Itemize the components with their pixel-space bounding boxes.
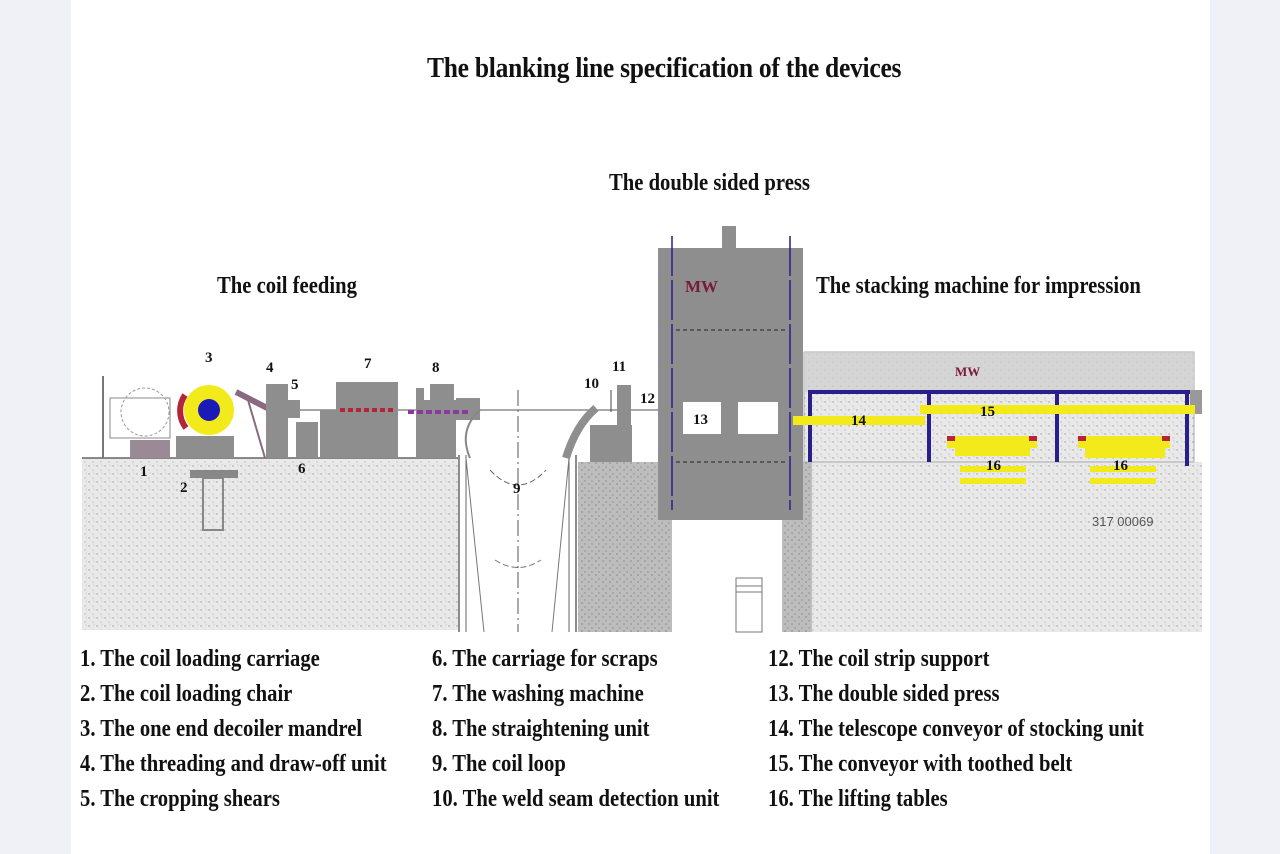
ground — [82, 457, 1202, 632]
callout-7: 7 — [364, 356, 372, 372]
legend-item: 5. The cropping shears — [80, 786, 280, 812]
washing-machine — [320, 382, 398, 458]
legend-item: 4. The threading and draw-off unit — [80, 751, 387, 777]
callout-14: 14 — [851, 413, 867, 429]
legend-column-2: 6. The carriage for scraps 7. The washin… — [432, 642, 766, 817]
legend-column-3: 12. The coil strip support 13. The doubl… — [768, 642, 1205, 817]
page-title: The blanking line specification of the d… — [427, 52, 902, 84]
legend-item: 8. The straightening unit — [432, 716, 650, 742]
legend-item: 9. The coil loop — [432, 751, 566, 777]
legend-item: 13. The double sided press — [768, 681, 1000, 707]
section-label-press: The double sided press — [609, 170, 810, 196]
stacking-logo: MW — [955, 364, 980, 379]
section-label-coil-feeding: The coil feeding — [217, 273, 357, 299]
legend-item: 1. The coil loading carriage — [80, 646, 320, 672]
callout-3: 3 — [205, 350, 213, 366]
double-sided-press: MW — [658, 226, 803, 633]
legend-item: 16. The lifting tables — [768, 786, 948, 812]
legend-item: 3. The one end decoiler mandrel — [80, 716, 363, 742]
decoiler-mandrel — [176, 385, 234, 458]
callout-2: 2 — [180, 480, 188, 496]
legend-item: 2. The coil loading chair — [80, 681, 293, 707]
callout-6: 6 — [298, 461, 306, 477]
callout-10: 10 — [584, 376, 599, 392]
callout-9: 9 — [513, 481, 521, 497]
callout-11: 11 — [612, 359, 626, 375]
callout-4: 4 — [266, 360, 274, 376]
legend-item: 7. The washing machine — [432, 681, 644, 707]
stacking-machine: MW — [793, 351, 1202, 484]
legend-item: 10. The weld seam detection unit — [432, 786, 720, 812]
callout-15: 15 — [980, 404, 995, 420]
callout-13: 13 — [693, 412, 708, 428]
callout-12: 12 — [640, 391, 655, 407]
legend-item: 6. The carriage for scraps — [432, 646, 658, 672]
callout-1: 1 — [140, 464, 148, 480]
legend-item: 15. The conveyor with toothed belt — [768, 751, 1073, 777]
callout-16b: 16 — [1113, 458, 1129, 474]
weld-seam-detection-unit — [590, 385, 632, 462]
coil-loop-pit — [458, 390, 599, 633]
callout-labels: 1 2 3 4 5 6 7 8 9 10 11 12 13 14 15 16 1… — [140, 350, 1153, 529]
straightening-unit — [408, 384, 480, 458]
legend-item: 12. The coil strip support — [768, 646, 990, 672]
press-logo: MW — [685, 277, 718, 296]
callout-8: 8 — [432, 360, 440, 376]
drawing-reference: 317 00069 — [1092, 514, 1153, 529]
coil-loading-chair — [190, 470, 238, 531]
coil-loading-carriage — [102, 376, 171, 458]
legend-column-1: 1. The coil loading carriage 2. The coil… — [80, 642, 437, 817]
callout-5: 5 — [291, 377, 299, 393]
legend-item: 14. The telescope conveyor of stocking u… — [768, 716, 1144, 742]
callout-16a: 16 — [986, 458, 1002, 474]
section-label-stacking: The stacking machine for impression — [816, 273, 1141, 299]
threading-unit — [234, 384, 340, 459]
